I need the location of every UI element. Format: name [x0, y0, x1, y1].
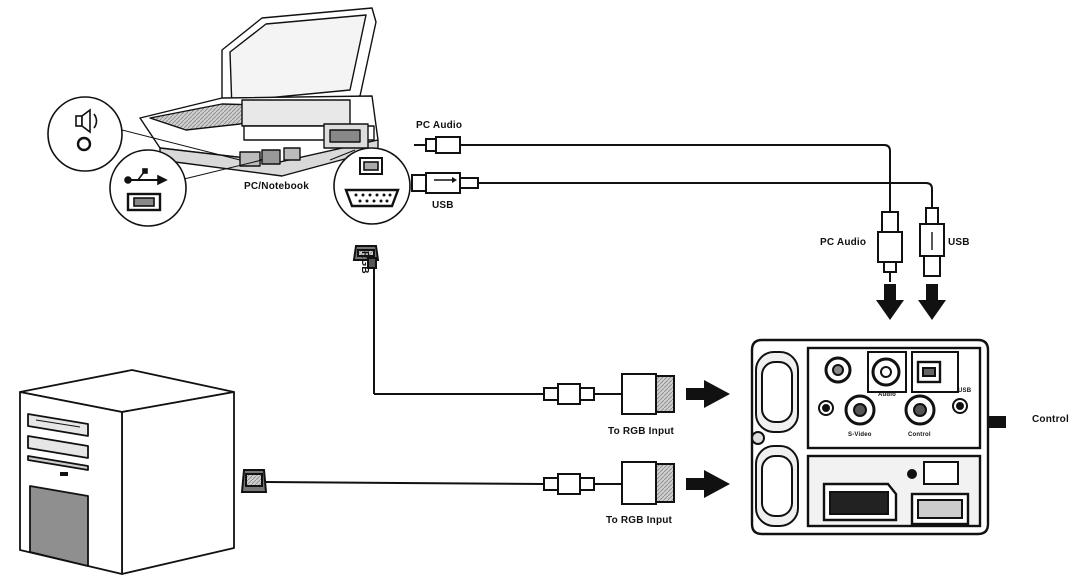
speaker-icon [47, 96, 123, 172]
panel-label-audio: Audio [878, 392, 896, 398]
label-pc-notebook: PC/Notebook [244, 181, 309, 192]
label-to-rgb-input-2: To RGB Input [606, 515, 673, 526]
pc-audio-plug-right [877, 211, 903, 282]
arrow-icon [876, 284, 946, 320]
usb-cable [411, 172, 933, 208]
vga-port-icon [333, 147, 411, 225]
panel-label-control: Control [908, 432, 931, 438]
pc-audio-cable [414, 136, 891, 212]
panel-label-usb: USB [958, 388, 972, 394]
label-to-rgb-input-1: To RGB Input [608, 426, 675, 437]
rgb-cable-2 [240, 461, 675, 505]
tower-pc-icon [19, 369, 235, 575]
label-usb-right: USB [948, 237, 970, 248]
label-pc-audio-top: PC Audio [416, 120, 463, 131]
label-control: Control [1032, 414, 1069, 425]
label-usb-top: USB [432, 200, 454, 211]
label-pc-audio-right: PC Audio [820, 237, 867, 248]
rgb-cable-1 [352, 245, 675, 415]
label-rgb: RGB [359, 251, 370, 274]
usb-icon [109, 149, 187, 227]
projector-panel-icon [750, 338, 990, 536]
panel-label-s-video: S-Video [848, 432, 872, 438]
laptop-icon [121, 7, 379, 181]
usb-plug-right [919, 207, 945, 277]
